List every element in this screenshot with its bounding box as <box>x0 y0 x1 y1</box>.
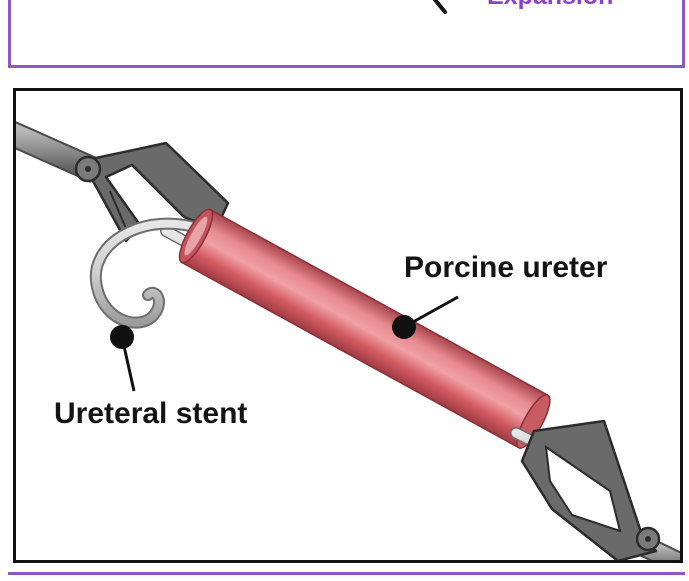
porcine-ureter-label: Porcine ureter <box>404 251 608 284</box>
next-panel-border <box>8 572 685 581</box>
ureteral-stent-label: Ureteral stent <box>54 397 248 430</box>
stent-leader <box>110 325 136 392</box>
stent-pigtail <box>89 217 207 329</box>
expansion-label: Expansion <box>487 0 613 11</box>
lower-clamp <box>520 419 661 560</box>
setup-illustration <box>16 121 680 560</box>
ureter-leader <box>392 295 459 339</box>
expansion-panel: Expansion <box>8 0 685 68</box>
setup-illustration-panel: Porcine ureter Ureteral stent <box>13 88 683 563</box>
arrow-icon <box>432 0 447 14</box>
